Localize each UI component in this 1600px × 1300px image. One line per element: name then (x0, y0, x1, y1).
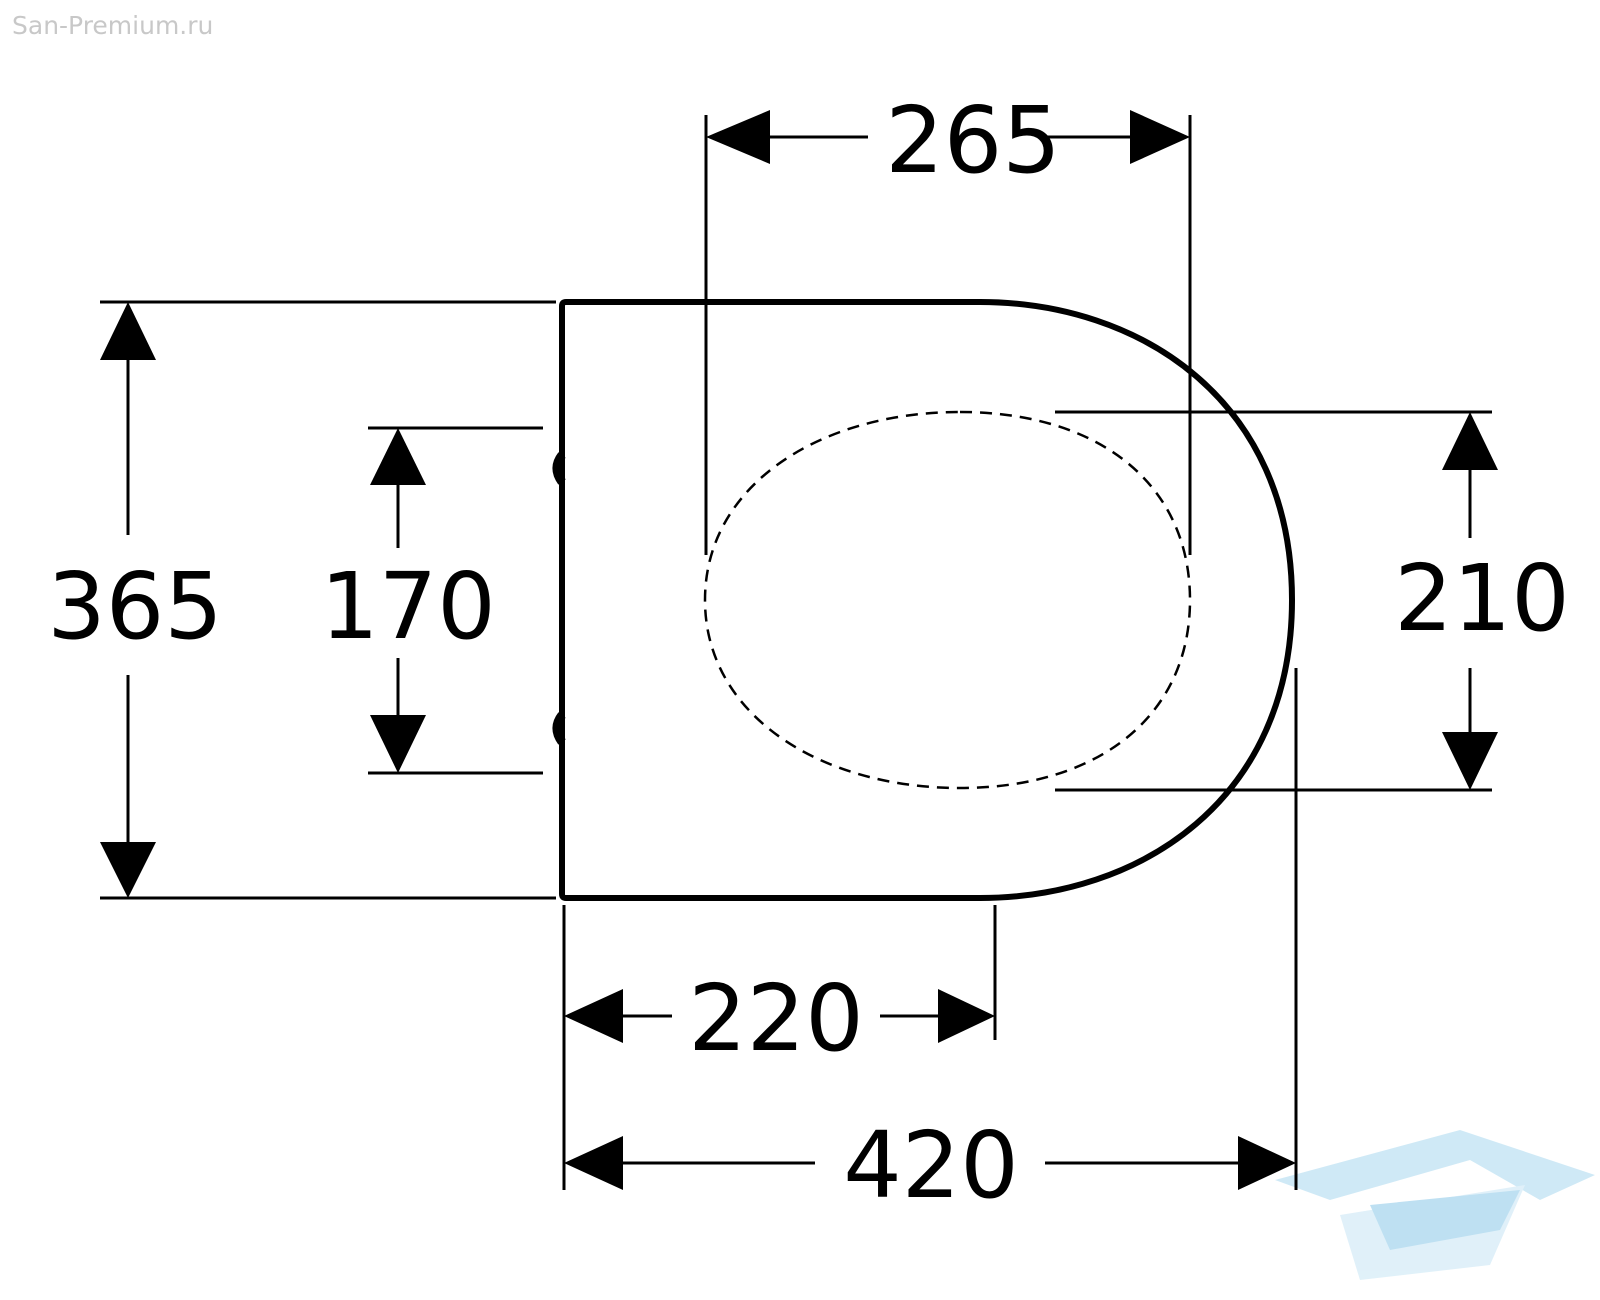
dimension-220: 220 (562, 905, 997, 1190)
seat-opening-dashed (703, 410, 1192, 790)
watermark-site-text: San-Premium.ru (12, 11, 213, 40)
dimension-265: 265 (704, 87, 1192, 555)
dimension-420: 420 (564, 668, 1298, 1219)
seat-outline (559, 299, 1296, 901)
dimension-170: 170 (320, 426, 543, 775)
dimension-265-label: 265 (885, 87, 1061, 194)
dimension-210-label: 210 (1394, 545, 1570, 652)
hinge-bump-bottom (552, 712, 566, 745)
dimension-170-label: 170 (320, 553, 496, 660)
dimension-365-label: 365 (47, 553, 223, 660)
dimension-420-label: 420 (843, 1112, 1019, 1219)
hinge-bump-top (552, 452, 566, 485)
dimension-210: 210 (1055, 410, 1570, 792)
dimension-365: 365 (47, 300, 556, 900)
watermark-logo (1275, 1130, 1595, 1280)
dimension-220-label: 220 (688, 965, 864, 1072)
